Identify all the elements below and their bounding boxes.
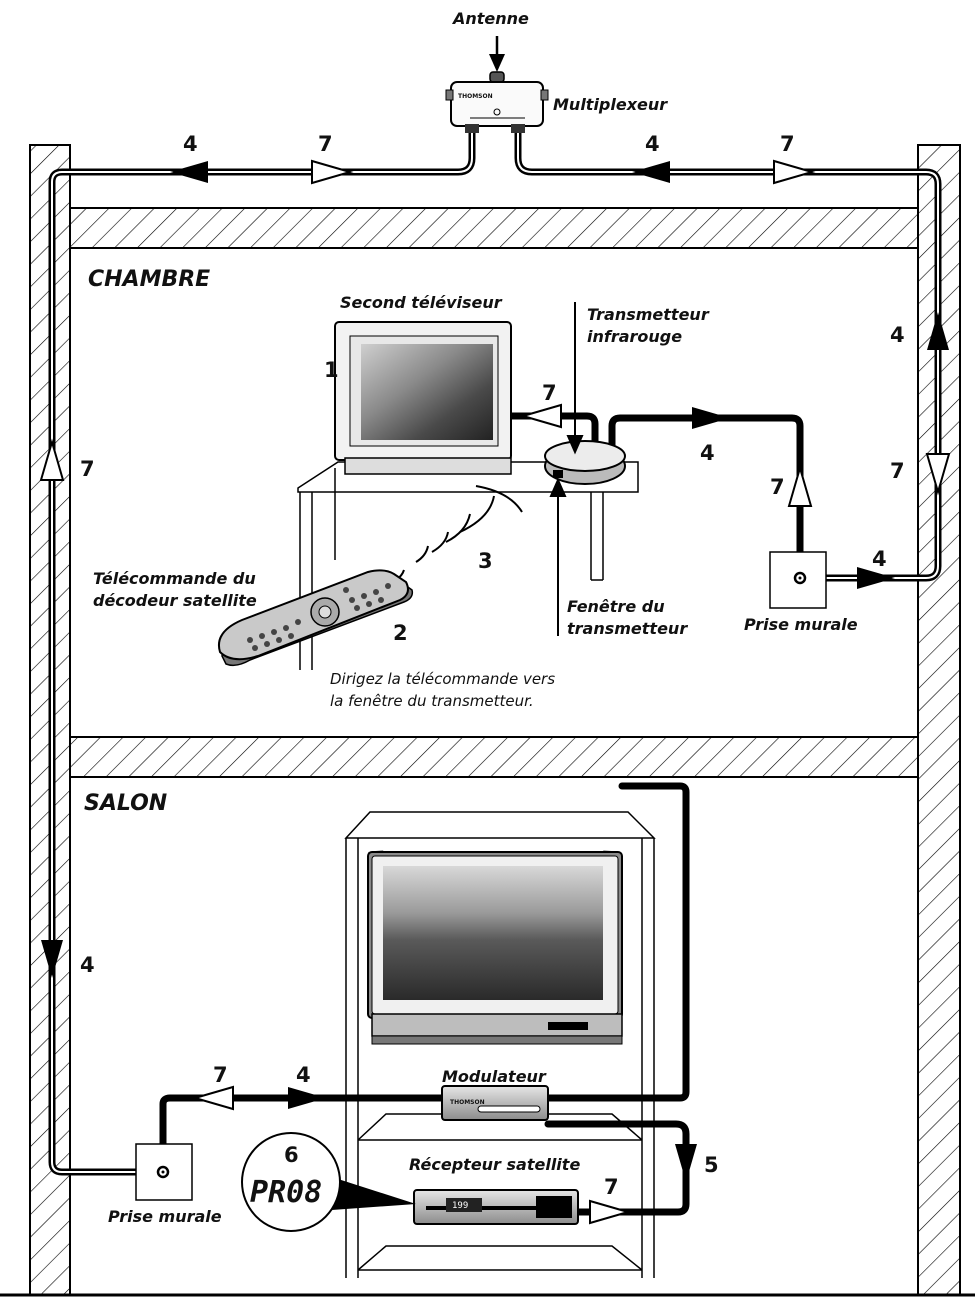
arrow-receiver-7 [589,1199,632,1225]
num-transmitter-4: 4 [700,441,715,465]
label-wall-socket-living: Prise murale [108,1207,222,1226]
arrow-left-wall-4 [41,940,63,978]
labels: Antenne Multiplexeur CHAMBRE Second télé… [84,9,858,1226]
ir-transmitter [544,440,626,485]
bedroom-wall-socket [769,551,827,609]
num-left-wall-4: 4 [80,953,95,977]
num-salon-7: 7 [213,1063,228,1087]
arrow-transmitter-4 [692,407,730,429]
arrow-receiver-5 [675,1144,697,1182]
num-socket-riser-7: 7 [770,475,785,499]
cables [48,124,942,1216]
modulator-brand: THOMSON [450,1099,485,1106]
arrow-transmitter-7 [519,403,562,429]
label-ir-transmitter-1: Transmetteur [587,305,710,324]
num-tv-1: 1 [324,358,339,382]
label-remote-2: décodeur satellite [93,591,257,610]
salon-tv-stand [344,811,656,1278]
leader-lines [549,302,584,636]
label-satellite-receiver: Récepteur satellite [409,1155,580,1174]
num-receiver-7: 7 [604,1175,619,1199]
display-callout: PR08 [241,1132,416,1232]
arrow-right-wall-4 [927,312,949,350]
satellite-receiver: 199 [413,1189,579,1225]
tv-screen-image-large [383,866,603,1000]
transmitter-window [553,470,563,478]
second-tv [334,321,512,475]
num-left-wall-7: 7 [80,457,95,481]
arrow-salon-4 [288,1087,326,1109]
label-window-2: transmetteur [567,619,688,638]
num-top-left-4: 4 [183,132,198,156]
remote-control [218,569,414,667]
upper-floor-slab [69,207,919,249]
num-display-6: 6 [284,1143,299,1167]
label-modulator: Modulateur [442,1067,547,1086]
label-antenna: Antenne [451,9,529,28]
display-readout: PR08 [250,1175,322,1210]
label-remote-1: Télécommande du [93,569,256,588]
num-right-wall-4: 4 [890,323,905,347]
label-window-1: Fenêtre du [567,597,665,616]
label-instruction-2: la fenêtre du transmetteur. [330,692,534,710]
label-second-tv: Second téléviseur [340,293,503,312]
building-walls [0,144,975,1297]
ir-signal-waves [395,485,523,581]
arrow-antenna [489,54,505,72]
bedroom-tv-table [297,461,639,670]
tv-screen-image [361,344,493,440]
salon-wall-socket [135,1143,193,1201]
num-transmitter-7: 7 [542,381,557,405]
num-remote-2: 2 [393,621,408,645]
multiplexer-brand: THOMSON [458,93,493,100]
label-multiplexer: Multiplexeur [553,95,668,114]
arrow-top-right-4 [632,161,670,183]
num-top-right-7: 7 [780,132,795,156]
num-top-left-7: 7 [318,132,333,156]
middle-floor-slab [69,736,919,778]
modulator-device: THOMSON [441,1085,549,1121]
arrow-socket-out-4 [857,567,895,589]
multiplexer-device: THOMSON [445,71,549,133]
receiver-lcd: 199 [452,1201,468,1211]
num-receiver-5: 5 [704,1153,719,1177]
arrow-socket-riser-7 [787,464,813,507]
num-salon-4: 4 [296,1063,311,1087]
arrow-salon-7 [191,1085,234,1111]
arrow-right-wall-7 [925,453,951,496]
step-numbers: 4 7 4 7 4 7 1 2 3 7 4 7 4 7 4 7 4 5 6 7 [80,132,905,1199]
arrow-left-wall-7 [39,438,65,481]
main-tv [367,850,623,1045]
num-right-wall-7: 7 [890,459,905,483]
arrow-top-left-7 [311,159,354,185]
num-top-right-4: 4 [645,132,660,156]
arrow-top-left-4 [170,161,208,183]
label-bedroom-title: CHAMBRE [88,267,210,292]
num-socket-out-4: 4 [872,547,887,571]
num-signal-3: 3 [478,549,493,573]
label-ir-transmitter-2: infrarouge [587,327,682,346]
label-living-room: SALON [84,791,167,816]
label-instruction-1: Dirigez la télécommande vers [330,670,555,688]
signal-arrows [39,36,951,1225]
label-wall-socket-bedroom: Prise murale [744,615,858,634]
arrow-top-right-7 [773,159,816,185]
